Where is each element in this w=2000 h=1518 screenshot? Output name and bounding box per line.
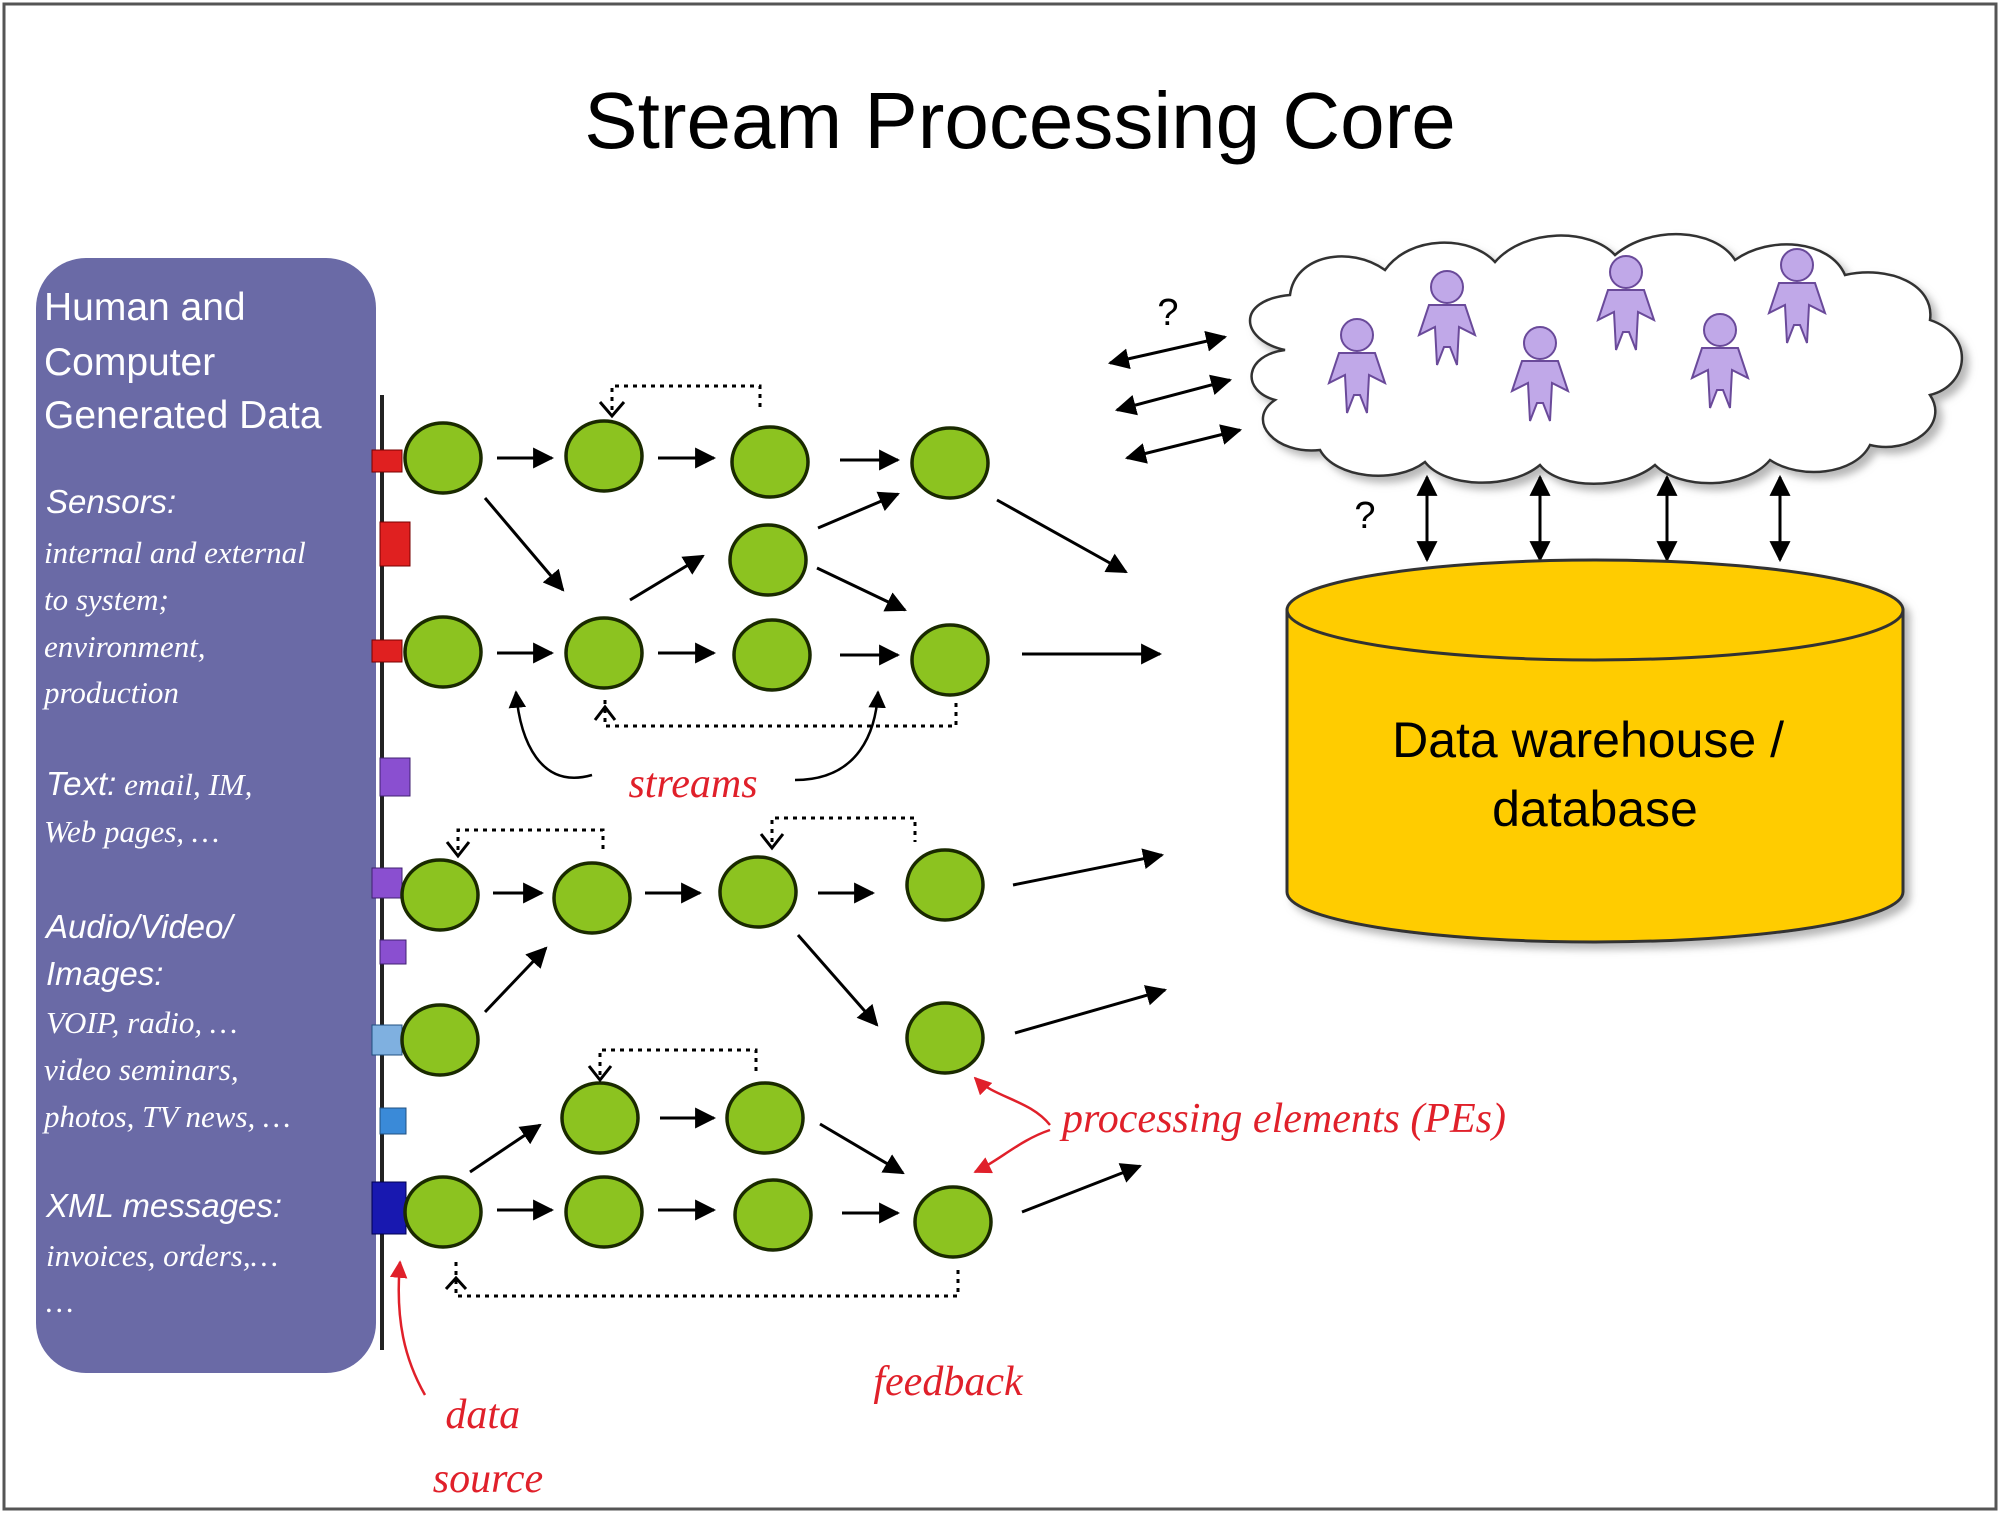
pe-node bbox=[725, 1081, 805, 1155]
pe-node bbox=[905, 1001, 985, 1075]
text-source: Text: email, IM, bbox=[46, 765, 252, 802]
pe-node bbox=[403, 615, 483, 689]
data-source-panel: Human and Computer Generated Data Sensor… bbox=[36, 258, 376, 1373]
audio-video-label: Audio/Video/ Images: bbox=[44, 908, 242, 992]
pe-node bbox=[560, 1081, 640, 1155]
sensors-description: internal and external to system; environ… bbox=[42, 535, 313, 710]
person-icon bbox=[1510, 326, 1570, 422]
panel-heading: Human and Computer Generated Data bbox=[44, 286, 322, 437]
streams-annotation: streams bbox=[508, 690, 886, 807]
pe-node bbox=[730, 425, 810, 499]
streams-label: streams bbox=[628, 761, 757, 807]
pe-label: processing elements (PEs) bbox=[1059, 1096, 1506, 1142]
xml-description: invoices, orders,… … bbox=[46, 1238, 286, 1319]
pe-node bbox=[564, 419, 644, 493]
pe-node bbox=[910, 426, 990, 500]
data-source-label: data source bbox=[433, 1392, 543, 1502]
pe-annotation: processing elements (PEs) bbox=[973, 1076, 1506, 1174]
sensors-label: Sensors: bbox=[46, 483, 176, 520]
pe-node bbox=[718, 855, 798, 929]
cloud-db-arrows: ? bbox=[1354, 474, 1791, 563]
person-icon bbox=[1327, 318, 1387, 414]
cylinder-shape bbox=[1285, 558, 1905, 944]
pe-node bbox=[910, 623, 990, 697]
pe-node bbox=[564, 616, 644, 690]
audio-video-description: VOIP, radio, … video seminars, photos, T… bbox=[42, 1005, 291, 1134]
pe-node bbox=[732, 618, 812, 692]
xml-label: XML messages: bbox=[45, 1187, 282, 1224]
pe-node bbox=[403, 1175, 483, 1249]
pe-node bbox=[728, 523, 808, 597]
person-icon bbox=[1690, 313, 1750, 409]
text-source-description: Web pages, … bbox=[44, 814, 219, 849]
user-icons bbox=[1327, 248, 1827, 422]
pe-node bbox=[905, 848, 985, 922]
feedback-loops bbox=[444, 384, 960, 1298]
stream-arrows bbox=[469, 447, 1168, 1224]
pe-node bbox=[913, 1185, 993, 1259]
pe-node bbox=[400, 858, 480, 932]
question-mark: ? bbox=[1354, 495, 1375, 537]
pe-node bbox=[400, 1003, 480, 1077]
pe-node bbox=[552, 861, 632, 935]
person-icon bbox=[1767, 248, 1827, 344]
pe-node bbox=[733, 1178, 813, 1252]
pe-node bbox=[403, 421, 483, 495]
processing-elements bbox=[400, 419, 993, 1259]
source-tabs bbox=[371, 449, 411, 1235]
question-mark: ? bbox=[1157, 292, 1178, 334]
person-icon bbox=[1596, 255, 1656, 351]
diagram-title: Stream Processing Core bbox=[584, 76, 1455, 165]
feedback-label: feedback bbox=[873, 1359, 1024, 1405]
pe-node bbox=[564, 1175, 644, 1249]
cloud-arrows: ? bbox=[1107, 292, 1243, 464]
data-source-annotation: data source bbox=[389, 1260, 543, 1502]
database-label: Data warehouse / database bbox=[1392, 712, 1798, 837]
person-icon bbox=[1417, 270, 1477, 366]
